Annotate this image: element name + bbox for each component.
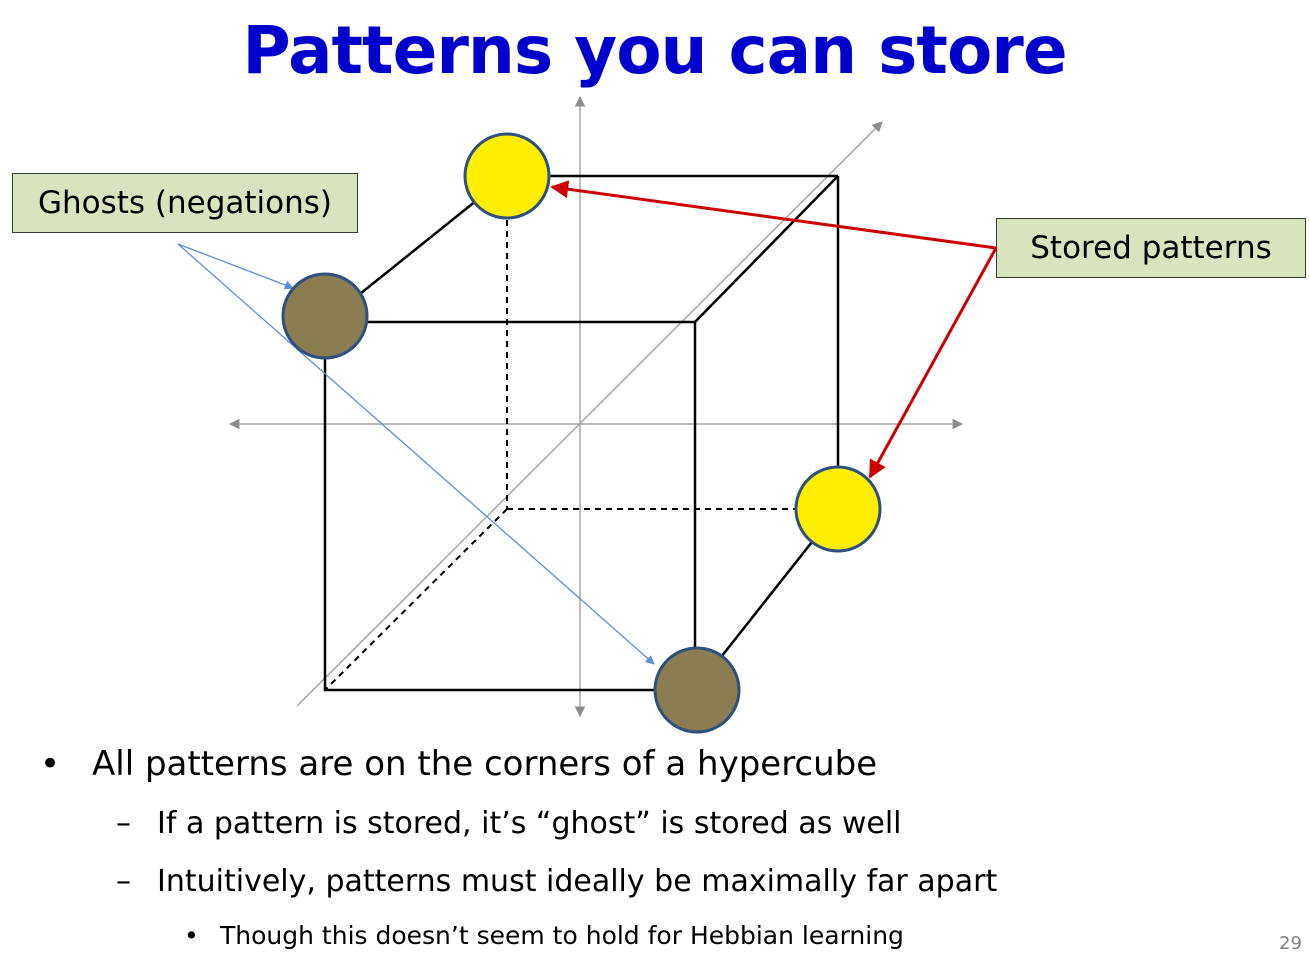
stored-pattern-node [794,465,882,553]
sub-bullet-marker: – [116,864,131,899]
sub-bullet-far-apart: Intuitively, patterns must ideally be ma… [157,864,998,899]
ghost-arrow-top [177,243,294,290]
bullet-marker: • [40,744,61,784]
bullet-main: All patterns are on the corners of a hyp… [92,744,878,784]
ghost-pattern-node [653,646,741,734]
page-number: 29 [1279,933,1302,954]
ghost-pattern-node [281,272,369,360]
sub-bullet-ghost: If a pattern is stored, it’s “ghost” is … [157,806,902,841]
stored-pattern-node [463,132,551,220]
stored-patterns-callout: Stored patterns [996,218,1306,278]
subsub-bullet-hebbian: Though this doesn’t seem to hold for Heb… [220,921,904,950]
ghost-arrow-bottom [177,243,655,665]
stored-arrow-top [550,180,997,250]
depth-axis [296,121,883,707]
subsub-bullet-marker: • [184,921,199,950]
slide-title: Patterns you can store [242,12,1067,89]
ghosts-callout: Ghosts (negations) [12,173,358,233]
cube-hidden-edges [324,176,838,691]
sub-bullet-marker: – [116,806,131,841]
stored-arrow-right [868,247,998,479]
